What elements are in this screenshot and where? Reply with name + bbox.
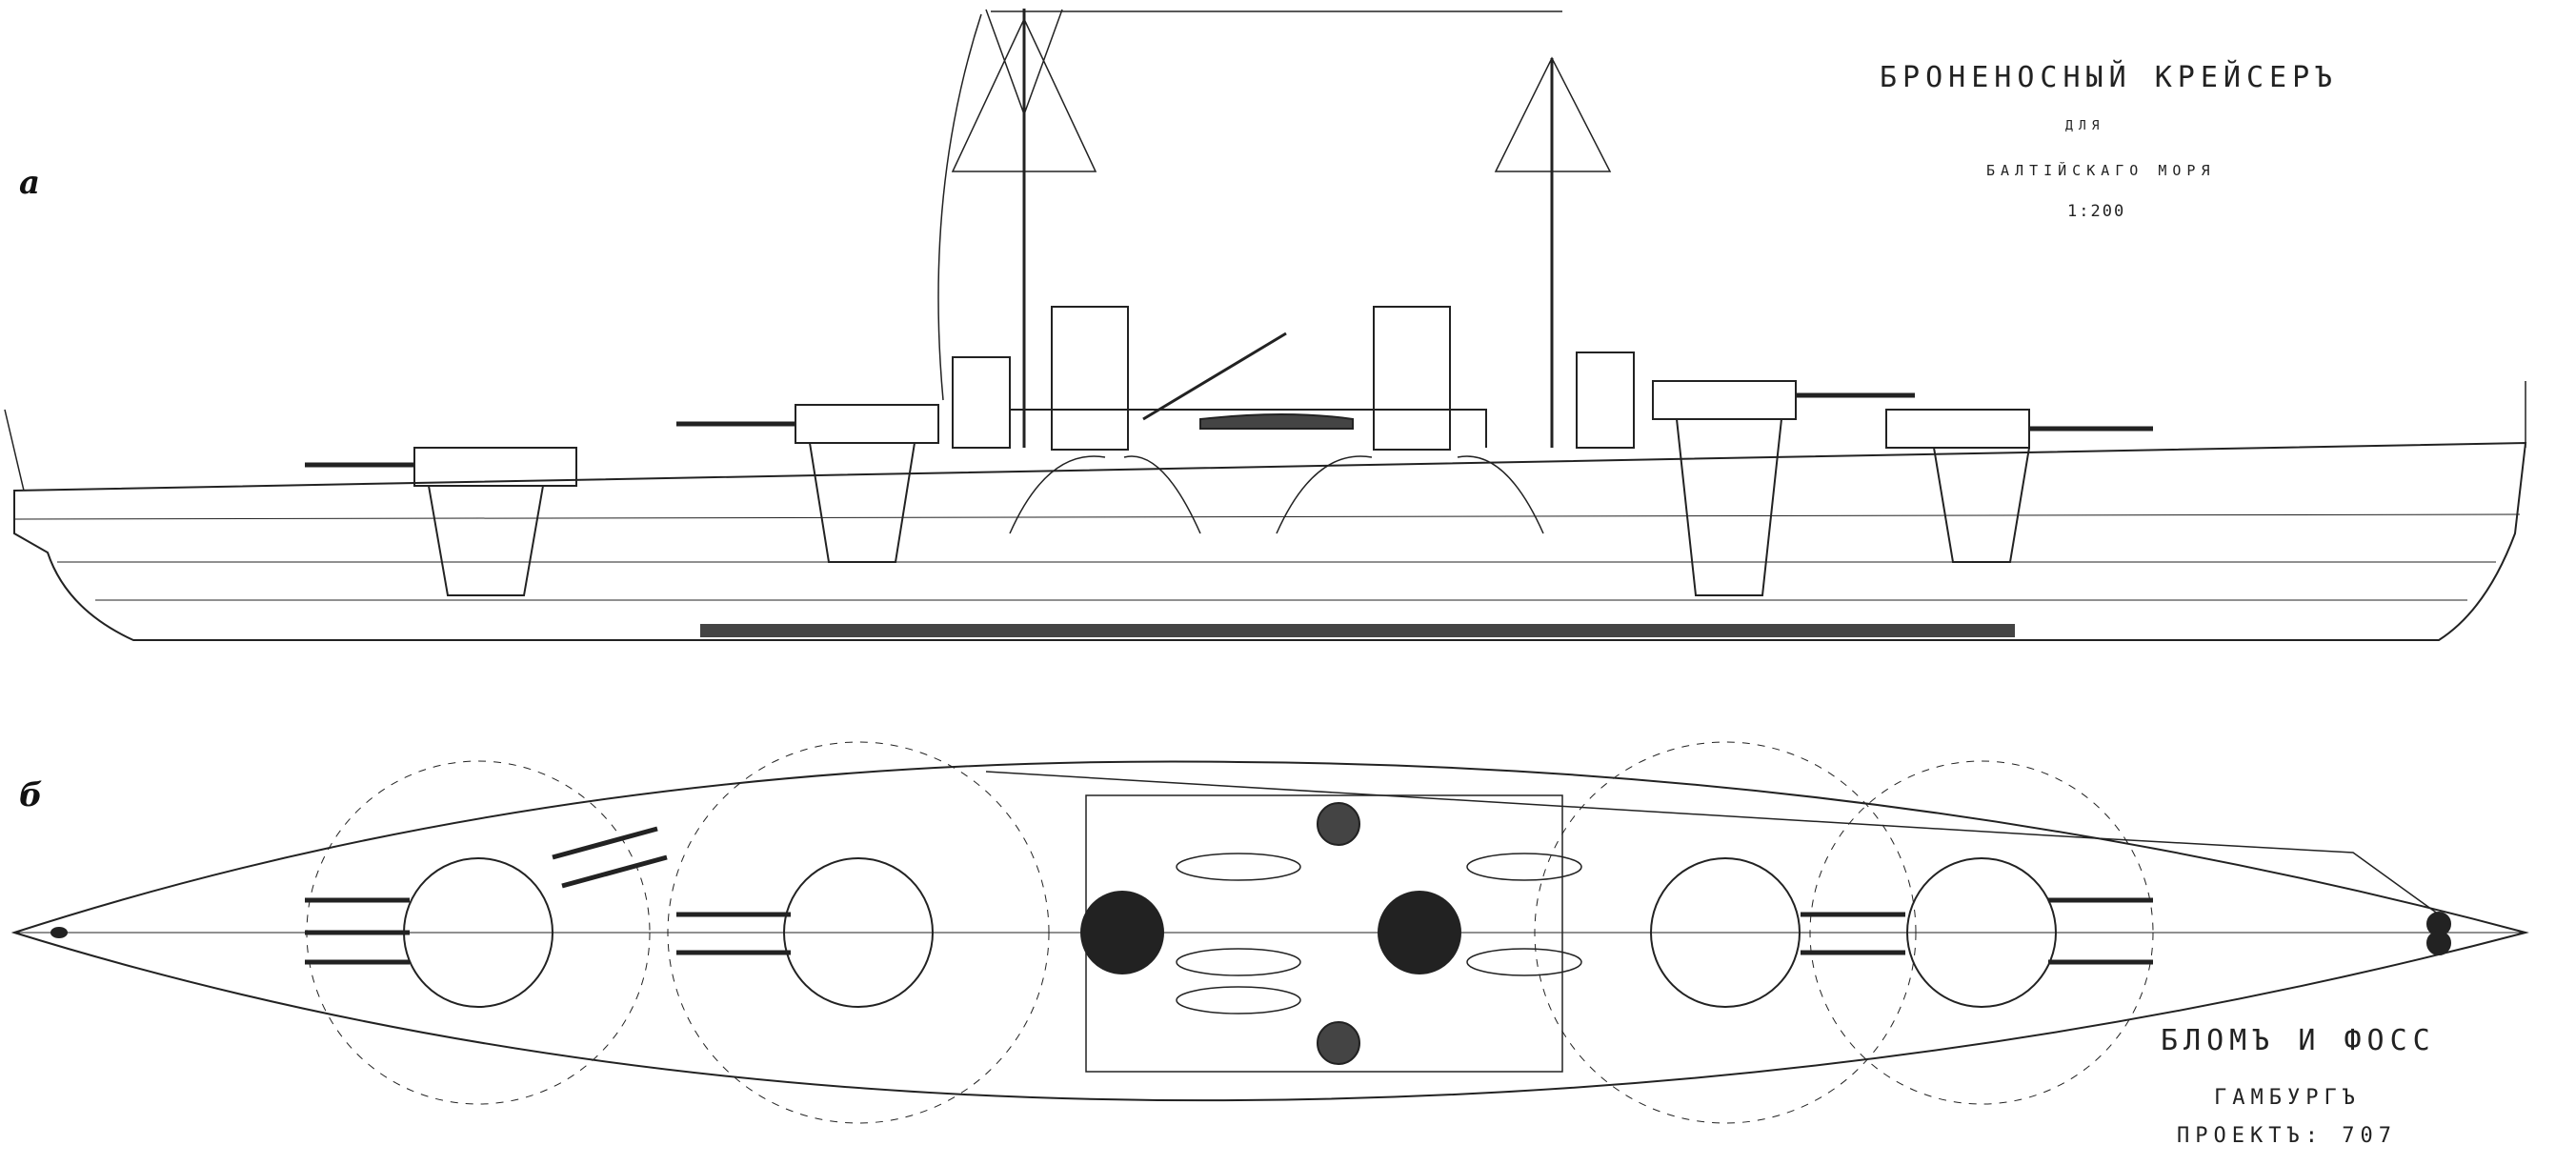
builder-city: ГАМБУРГЪ <box>2214 1086 2361 1110</box>
hull-profile <box>13 441 2527 641</box>
fore-funnel-plan <box>1080 891 1164 974</box>
turret-c <box>1652 380 1915 596</box>
aft-funnel <box>1373 306 1451 451</box>
turret-d <box>1885 409 2153 563</box>
side-view-label: а <box>19 164 41 202</box>
project-number: ПРОЕКТЪ: 707 <box>2177 1124 2397 1148</box>
title-line2: ДЛЯ <box>2065 119 2105 133</box>
turret-c-plan <box>1650 857 1801 1008</box>
armor-belt <box>700 624 2015 637</box>
plan-view <box>10 741 2529 1124</box>
turret-d-plan <box>1906 857 2057 1008</box>
title-line3: БАЛТІЙСКАГО МОРЯ <box>1986 162 2216 179</box>
turret-b-plan <box>783 857 934 1008</box>
turret-a <box>305 447 577 596</box>
side-elevation <box>4 9 2527 641</box>
title-scale: 1:200 <box>2067 202 2126 221</box>
turret-b <box>676 404 939 563</box>
plan-view-label: б <box>19 776 43 814</box>
aft-funnel-plan <box>1378 891 1461 974</box>
builder-name: БЛОМЪ И ФОСС <box>2161 1024 2436 1057</box>
fore-funnel <box>1051 306 1129 451</box>
title-line1: БРОНЕНОСНЫЙ КРЕЙСЕРЪ <box>1880 61 2339 94</box>
